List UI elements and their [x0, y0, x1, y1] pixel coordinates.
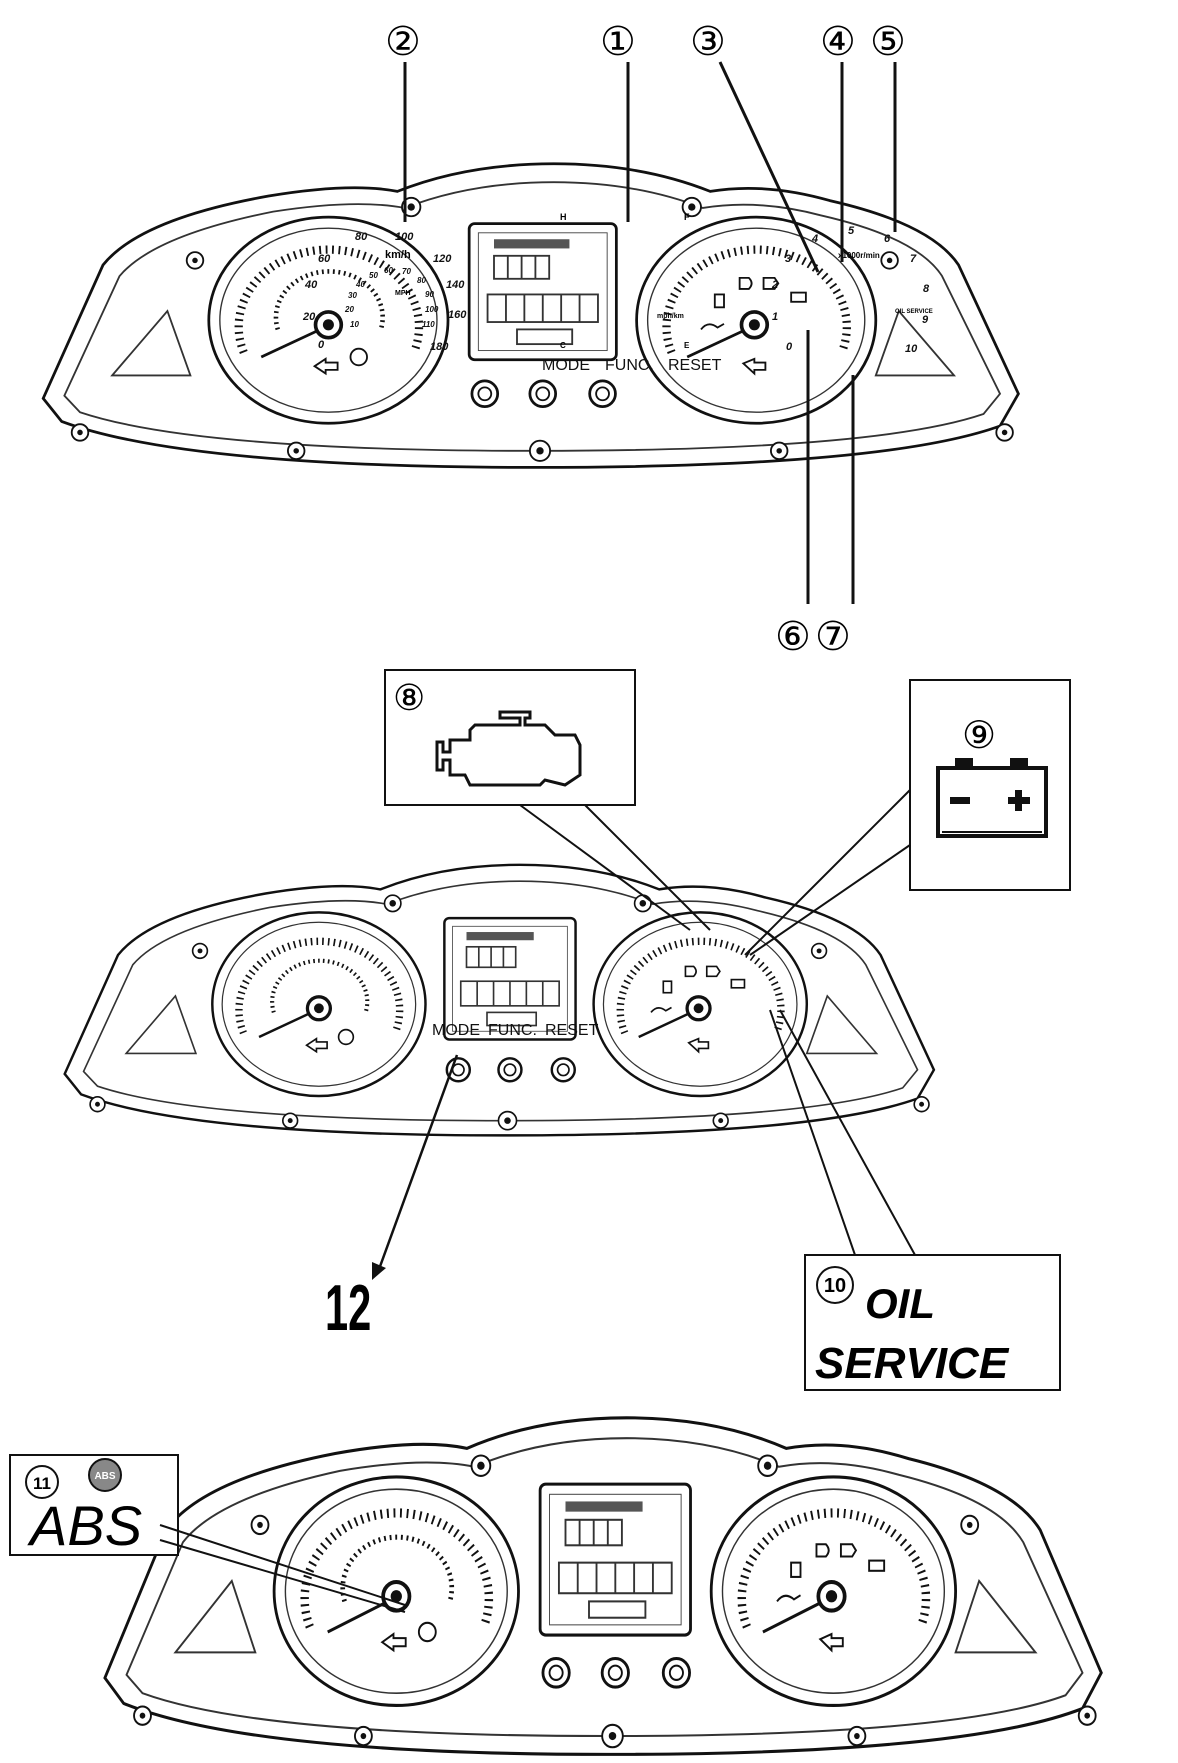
cluster-middle: [65, 865, 934, 1136]
speedo-tick: 40: [304, 279, 318, 291]
leader-8b: [584, 804, 711, 931]
callout-1: ①: [600, 20, 636, 64]
speedo-tick: 0: [318, 339, 325, 351]
mph-tick: 50: [369, 271, 378, 280]
mph-tick: 30: [348, 291, 357, 300]
leader-3: [718, 61, 820, 273]
tacho-unit: x1000r/min: [838, 251, 880, 260]
callout-7: ⑦: [815, 615, 851, 659]
callout-9-box: ⑨: [744, 679, 1071, 956]
oil-service-lamp-label: OIL SERVICE: [895, 309, 933, 315]
tacho-tick: 6: [884, 233, 891, 245]
abs-label: ABS: [27, 1494, 142, 1557]
callout-6: ⑥: [775, 615, 811, 659]
mph-tick: 60: [384, 266, 393, 275]
callout-8: ⑧: [393, 677, 425, 718]
tacho-tick: 5: [848, 225, 855, 237]
speedo-mph: MPH: [395, 290, 411, 297]
speedo-tick: 160: [448, 309, 467, 321]
leader-10a: [769, 1009, 856, 1256]
tacho-tick: 8: [923, 283, 930, 295]
callout-5: ⑤: [870, 20, 906, 64]
callout-9: ⑨: [962, 715, 996, 757]
mph-tick: 110: [422, 320, 435, 329]
oil-label: OIL: [865, 1280, 935, 1327]
mode-button-label-2: MODE: [432, 1022, 480, 1039]
callout-10-box: 10 OIL SERVICE: [769, 1009, 1061, 1391]
mph-tick: 90: [425, 290, 434, 299]
leader-10b: [779, 1009, 916, 1256]
lcd-units: mph/km: [657, 313, 684, 320]
mph-tick: 70: [402, 267, 411, 276]
battery-icon: [936, 758, 1048, 838]
mph-tick: 40: [355, 280, 365, 289]
mode-button-label: MODE: [542, 357, 590, 374]
callout-10: 10: [824, 1275, 846, 1297]
speedo-unit: km/h: [385, 249, 411, 261]
cluster-top: [43, 164, 1018, 468]
leader-11b: [159, 1539, 406, 1613]
tacho-tick: 3: [785, 253, 791, 265]
leader-11a: [159, 1524, 406, 1606]
leader-8a: [519, 804, 691, 931]
tacho-tick: 1: [772, 311, 778, 323]
leader-9a: [744, 789, 911, 956]
speedo-tick: 120: [433, 253, 452, 265]
callout-3: ③: [690, 20, 726, 64]
tacho-tick: 9: [922, 314, 929, 326]
lcd-c: C: [560, 341, 566, 350]
tacho-tick: 7: [910, 253, 917, 265]
mph-tick: 20: [344, 305, 354, 314]
speedo-tick: 100: [395, 231, 414, 243]
mph-tick: 100: [425, 305, 439, 314]
mph-tick: 10: [350, 320, 359, 329]
speedo-kmh-scale: 0 20 40 60 80 100 120 140 160 180: [302, 231, 467, 353]
service-label: SERVICE: [815, 1339, 1010, 1388]
cluster-top-button-labels: MODE FUNC. RESET: [542, 357, 722, 374]
abs-lamp-icon: [88, 1458, 122, 1492]
callout-2: ②: [385, 20, 421, 64]
tacho-tick: 0: [786, 341, 793, 353]
callout-4: ④: [820, 20, 856, 64]
cluster-top-gauge-text: km/h MPH x1000r/min OIL SERVICE: [385, 249, 933, 315]
check-engine-icon: [435, 710, 582, 787]
lcd-e: E: [684, 341, 690, 350]
speedo-tick: 20: [302, 311, 316, 323]
tacho-tick: 2: [771, 279, 778, 291]
lcd-h: H: [560, 212, 567, 222]
speedo-tick: 180: [430, 341, 449, 353]
callouts-top: ② ① ③ ④ ⑤ ⑥ ⑦: [385, 20, 906, 659]
cluster-middle-button-labels: MODE FUNC. RESET: [432, 1022, 599, 1039]
tacho-tick: 10: [905, 343, 918, 355]
abs-badge: ABS: [94, 1471, 115, 1482]
lcd-f: F: [684, 212, 690, 222]
lcd-text-top: H F C E mph/km: [560, 212, 690, 350]
cluster-bottom: [105, 1418, 1101, 1755]
speedo-mph-scale: 10 20 30 40 50 60 70 80 90 100 110: [344, 266, 439, 329]
tacho-scale: 0 1 2 3 4 5 6 7 8 9 10: [771, 225, 930, 355]
callout-11-box: 11 ABS ABS: [9, 1454, 406, 1613]
func-button-label-2: FUNC.: [488, 1022, 537, 1039]
callout-11: 11: [33, 1474, 51, 1493]
leader-12: [376, 1054, 459, 1273]
speedo-tick: 80: [355, 231, 368, 243]
callout-8-box: ⑧: [384, 669, 711, 931]
leader-9b: [749, 844, 911, 956]
tacho-tick: 4: [811, 233, 818, 245]
func-button-label: FUNC.: [605, 357, 654, 374]
speedo-tick: 60: [318, 253, 331, 265]
reset-button-label-2: RESET: [545, 1022, 599, 1039]
callout-12-number: 12: [325, 1272, 371, 1345]
mph-tick: 80: [417, 276, 426, 285]
reset-button-label: RESET: [668, 357, 722, 374]
callout-12: 12: [325, 1054, 459, 1345]
speedo-tick: 140: [446, 279, 465, 291]
